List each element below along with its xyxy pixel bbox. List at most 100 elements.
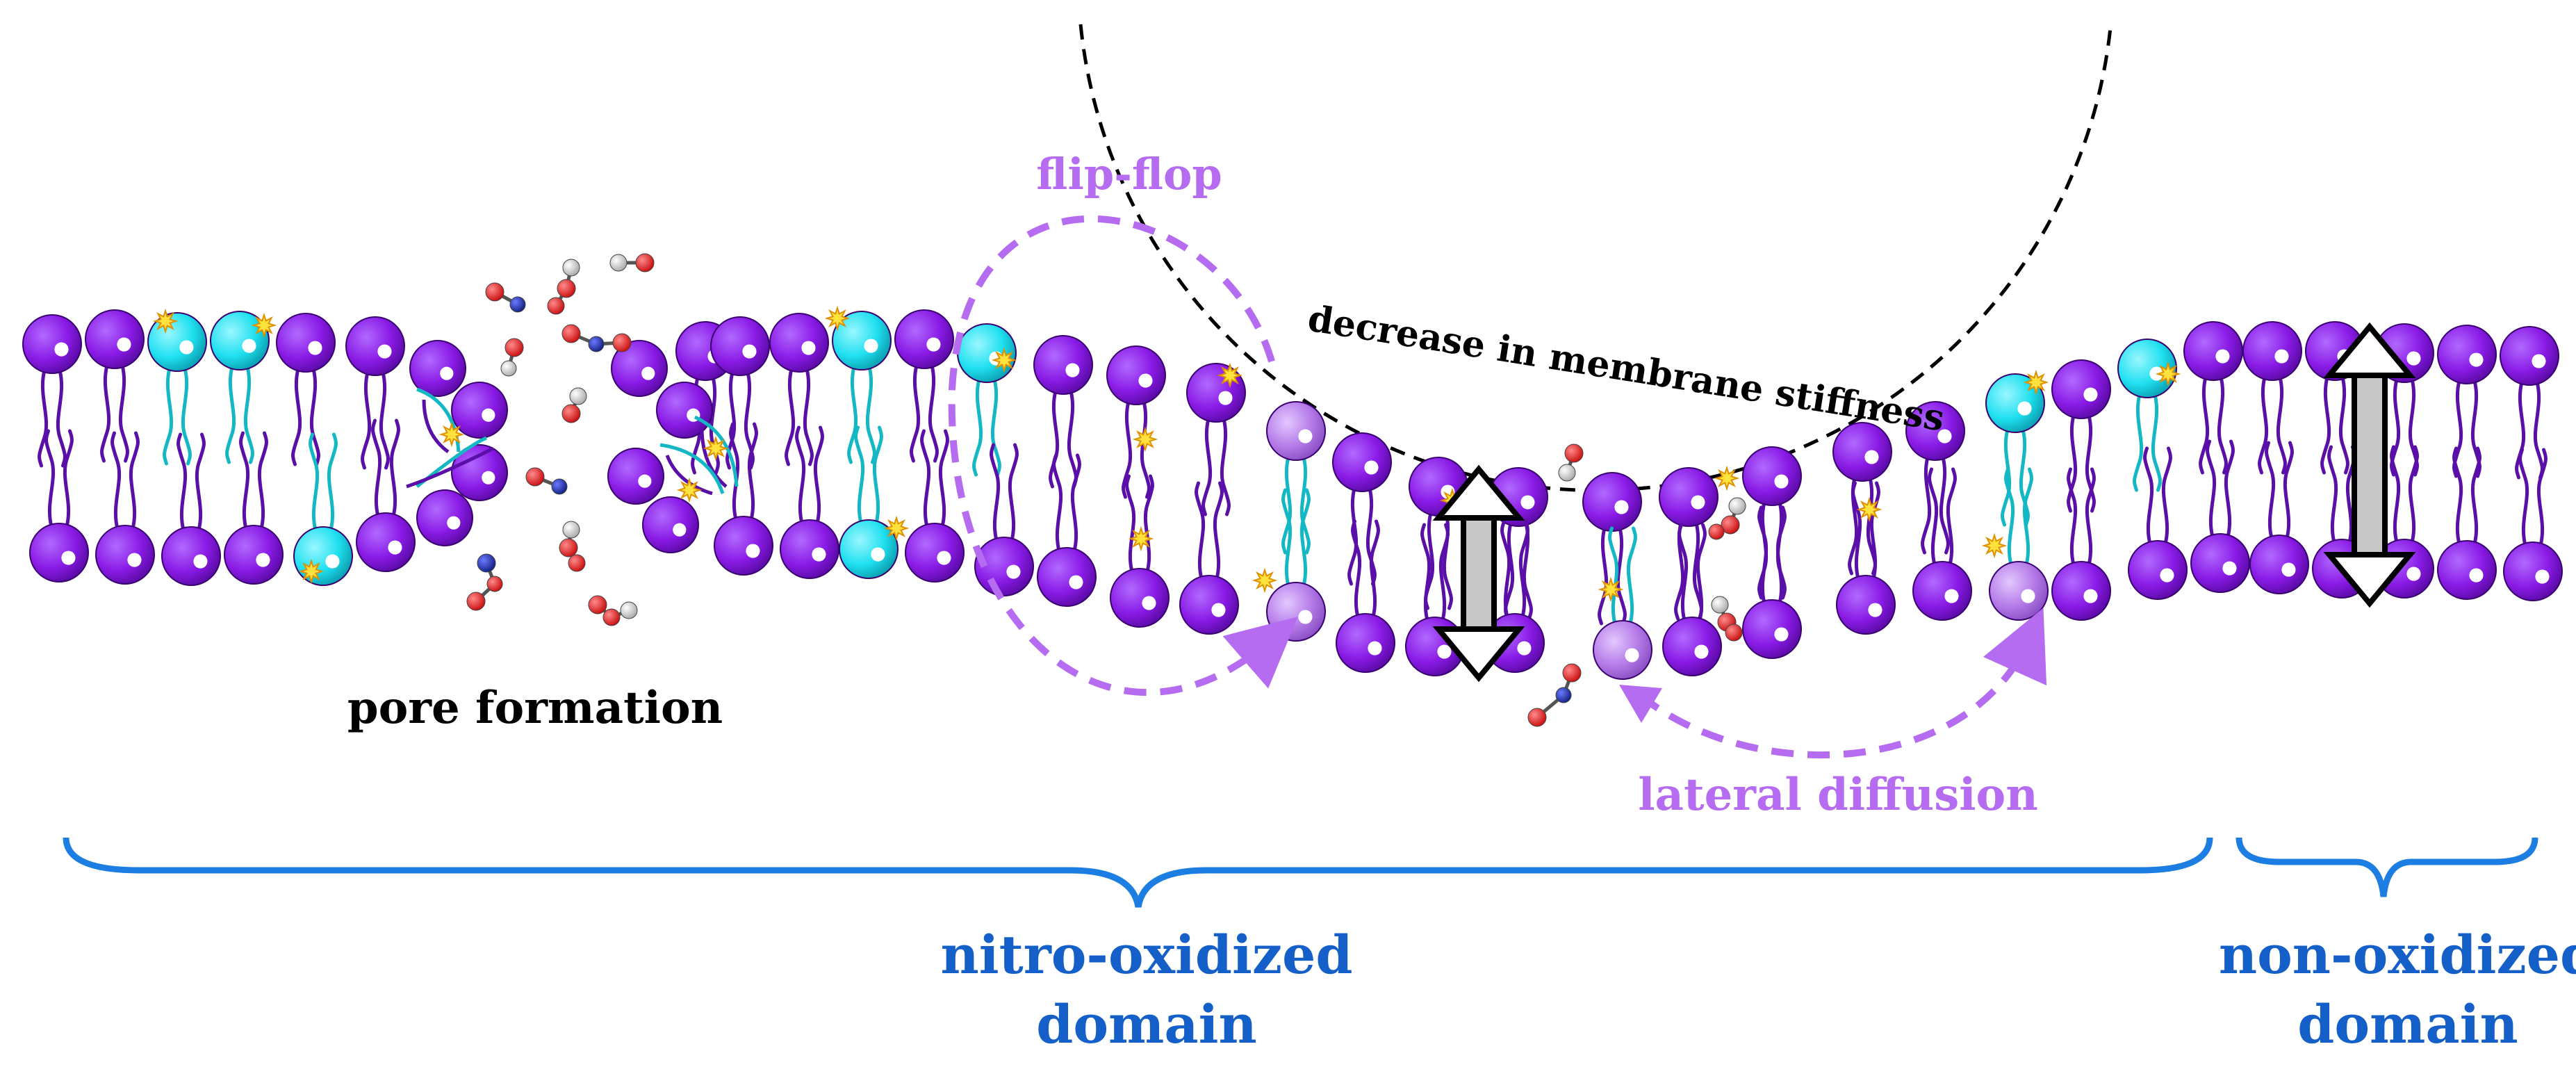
lipid-tail — [803, 367, 814, 466]
lipid-icon — [22, 314, 82, 374]
lipid-icon — [2051, 561, 2111, 621]
lipid-tail — [2085, 467, 2096, 567]
lipid-tail — [1518, 519, 1529, 619]
lipid-tail — [100, 364, 111, 463]
lipid-tail — [1598, 526, 1609, 626]
lipid-tail — [1213, 481, 1224, 580]
lipid-tail — [725, 370, 737, 470]
lipid-icon — [1110, 568, 1170, 628]
lipid-icon — [780, 519, 839, 579]
lipid-tail — [2004, 467, 2015, 567]
star-icon — [1252, 567, 1278, 594]
lipid-tail — [389, 418, 400, 518]
lipid-tail — [1369, 519, 1380, 619]
lipid-icon — [2051, 359, 2111, 419]
lipid-tail — [785, 367, 796, 466]
lipid-tail — [1616, 526, 1627, 626]
lateral-diffusion-label: lateral diffusion — [1638, 769, 2038, 821]
lipid-icon — [1336, 613, 1395, 673]
lipid-tail — [1939, 455, 1950, 555]
reactive-species-icon — [500, 338, 524, 377]
reactive-species-icon — [561, 324, 632, 352]
nitro-domain-label-line2: domain — [1036, 993, 1257, 1055]
lipid-icon — [1832, 422, 1892, 482]
lipid-tail — [990, 443, 1001, 542]
lipid-tail — [729, 422, 740, 521]
lipid-tail — [938, 429, 949, 528]
star-icon — [298, 558, 325, 585]
lipid-tail — [872, 425, 883, 525]
star-icon — [1128, 526, 1154, 552]
lipid-icon — [1912, 561, 1972, 621]
lipid-tail — [309, 432, 320, 532]
stiffness-label: decrease in membrane stiffness — [1305, 298, 1947, 440]
lipid-icon — [905, 523, 965, 583]
lipid-icon — [2437, 325, 2497, 384]
lipid-tail — [709, 375, 720, 475]
star-icon — [1981, 532, 2008, 559]
lipid-tail — [2452, 379, 2463, 478]
lipid-tail — [2022, 467, 2033, 567]
lipid-tail — [2199, 375, 2210, 475]
pore-tail — [700, 427, 728, 488]
lipid-tail — [1143, 474, 1154, 573]
star-icon — [1714, 465, 1740, 491]
lipid-tail — [1201, 417, 1213, 516]
pore-lipid-icon — [416, 489, 473, 546]
oxidized-lipid-icon — [147, 312, 207, 372]
lipid-tail — [2265, 441, 2276, 540]
lipid-tail — [63, 429, 74, 528]
nitro-domain-label-line1: nitro-oxidized — [940, 924, 1352, 986]
star-icon — [438, 421, 465, 448]
reactive-species-icon — [1527, 663, 1582, 727]
lipid-icon — [1033, 335, 1093, 395]
lipid-tail — [327, 432, 338, 532]
lipid-icon — [29, 523, 89, 583]
lipid-tail — [1757, 505, 1769, 605]
lipid-tail — [2276, 375, 2287, 475]
lipid-icon — [2183, 321, 2243, 381]
lipid-tail — [2217, 375, 2228, 475]
lipid-icon — [2242, 321, 2302, 381]
lipid-tail — [2085, 414, 2096, 513]
pore-lipid-icon — [451, 382, 508, 439]
lipid-icon — [161, 526, 221, 586]
lipid-bilayer — [22, 309, 2563, 680]
lipid-icon — [1106, 345, 1166, 405]
lipid-icon — [710, 316, 770, 376]
lipid-tail — [2283, 441, 2294, 540]
lipid-tail — [1522, 521, 1533, 621]
pore-tail — [694, 415, 739, 487]
lipid-tail — [1220, 417, 1231, 516]
non-domain-brace — [2235, 837, 2538, 897]
star-icon — [1132, 426, 1158, 453]
flipping-lipid-icon — [1593, 620, 1652, 680]
lipid-tail — [854, 425, 865, 525]
lipid-tail — [243, 365, 254, 464]
oxidized-lipid-icon — [293, 526, 353, 586]
lipid-tail — [2327, 445, 2338, 544]
lipid-tail — [1626, 526, 1637, 626]
star-icon — [2155, 361, 2181, 387]
star-icon — [703, 435, 729, 462]
nitro-domain-brace — [63, 837, 2213, 908]
pore-lipid-icon — [611, 340, 668, 397]
lipid-tail — [379, 370, 390, 470]
lipid-icon — [1742, 599, 1802, 659]
lipid-tail — [2320, 375, 2331, 475]
lipid-icon — [769, 313, 829, 373]
lipid-tail — [1851, 481, 1862, 580]
lipid-icon — [224, 525, 284, 585]
lipid-icon — [894, 309, 954, 369]
reactive-species-icon — [485, 282, 526, 313]
lipid-icon — [85, 309, 145, 369]
reactive-species-icon — [609, 253, 655, 272]
star-icon — [883, 515, 910, 541]
lipid-tail — [2161, 446, 2172, 546]
reactive-species-icon — [1558, 443, 1584, 482]
lipid-tail — [1928, 467, 1939, 567]
lipid-icon — [2128, 540, 2188, 600]
flip-flop-arrow — [948, 215, 1298, 696]
lipid-icon — [1836, 575, 1896, 635]
